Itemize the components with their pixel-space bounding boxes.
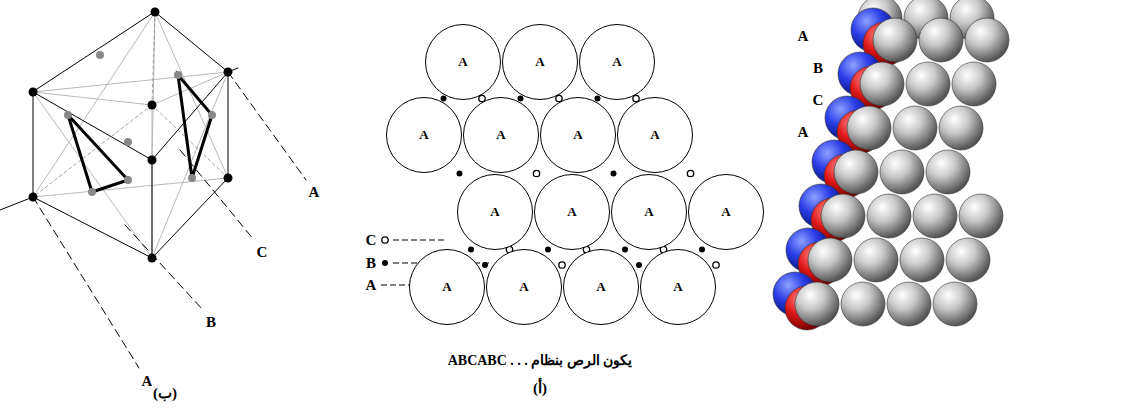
- layer-letter: A: [596, 279, 605, 295]
- atom-sphere: [854, 238, 898, 282]
- layer-label: B: [205, 314, 217, 331]
- layer-label: A: [308, 184, 321, 201]
- layer-leaders: [33, 72, 306, 368]
- atom-sphere: [900, 238, 944, 282]
- atom-circle: A: [386, 97, 462, 173]
- atom-sphere: [841, 282, 885, 326]
- atom-sphere: [893, 106, 937, 150]
- atom-circle: A: [534, 174, 610, 250]
- corner-atoms: [29, 8, 233, 263]
- layer-letter: A: [673, 279, 682, 295]
- layer-letter: A: [490, 204, 499, 220]
- atom-sphere: [867, 194, 911, 238]
- interstice-dot: [559, 262, 565, 268]
- atom-sphere: [873, 18, 917, 62]
- atom-circle: A: [540, 97, 616, 173]
- atom-circle: A: [640, 249, 716, 325]
- atom-circle: A: [409, 249, 485, 325]
- atom-circle: A: [563, 249, 639, 325]
- layer-label: B: [365, 255, 377, 272]
- layer-letter: A: [573, 127, 582, 143]
- hidden-edges: [33, 12, 228, 197]
- atom-circle: A: [463, 97, 539, 173]
- panel-label: (ب): [152, 385, 178, 402]
- layer-letter: A: [612, 54, 621, 70]
- atom-sphere: [887, 282, 931, 326]
- cube-edges: [0, 12, 238, 258]
- layer-label: C: [256, 244, 269, 261]
- layer-label: A: [365, 277, 378, 294]
- atom-sphere: [965, 18, 1009, 62]
- layer-letter: A: [567, 204, 576, 220]
- atom-circle: A: [425, 24, 501, 100]
- sphere-stack: [773, 0, 1009, 330]
- atom-sphere: [834, 150, 878, 194]
- interstice-dot: [636, 262, 642, 268]
- atom-sphere: [880, 150, 924, 194]
- layer-label: C: [812, 92, 825, 109]
- atom-circle: A: [611, 174, 687, 250]
- layer-letter: A: [442, 279, 451, 295]
- atom-sphere: [919, 18, 963, 62]
- layer-label: C: [365, 232, 378, 249]
- atom-sphere: [913, 194, 957, 238]
- layer-letter: A: [419, 127, 428, 143]
- atom-sphere: [952, 62, 996, 106]
- atom-circle: A: [579, 24, 655, 100]
- atom-sphere: [821, 194, 865, 238]
- face-centre-atoms: [64, 51, 216, 196]
- layer-letter: A: [721, 204, 730, 220]
- layer-letter: A: [496, 127, 505, 143]
- layer-letter: A: [519, 279, 528, 295]
- atom-circle: A: [502, 24, 578, 100]
- interstice-dot: [699, 247, 705, 253]
- cube-figure: [0, 8, 306, 369]
- atom-sphere: [795, 282, 839, 326]
- interstice-dot: [545, 247, 551, 253]
- atom-circle: A: [688, 174, 764, 250]
- atom-circle: A: [617, 97, 693, 173]
- atom-sphere: [933, 282, 977, 326]
- interstice-dots: [441, 95, 720, 268]
- face-diagonals: [33, 12, 228, 258]
- layer-letter: A: [458, 54, 467, 70]
- interstice-dot: [713, 262, 719, 268]
- layer-label: B: [812, 60, 824, 77]
- atom-sphere: [860, 62, 904, 106]
- layer-letter: A: [644, 204, 653, 220]
- atom-sphere: [926, 150, 970, 194]
- atom-circle: A: [457, 174, 533, 250]
- layer-label: A: [797, 28, 810, 45]
- panel-label: (أ): [532, 380, 548, 397]
- interstice-dot: [687, 170, 693, 176]
- interstice-dot: [468, 247, 474, 253]
- interstice-dot: [457, 171, 463, 177]
- atom-sphere: [847, 106, 891, 150]
- layer-label: A: [797, 124, 810, 141]
- atom-circle: A: [486, 249, 562, 325]
- interstice-dot: [611, 171, 617, 177]
- layer-letter: A: [650, 127, 659, 143]
- atom-sphere: [808, 238, 852, 282]
- layer-letter: A: [535, 54, 544, 70]
- close-packed-planes: [68, 75, 212, 192]
- atom-sphere: [906, 62, 950, 106]
- interstice-dot: [533, 170, 539, 176]
- interstice-dot: [622, 247, 628, 253]
- atom-sphere: [946, 238, 990, 282]
- caption: يكون الرص بنظام . . . ABCABC: [448, 352, 633, 369]
- atom-sphere: [959, 194, 1003, 238]
- atom-sphere: [939, 106, 983, 150]
